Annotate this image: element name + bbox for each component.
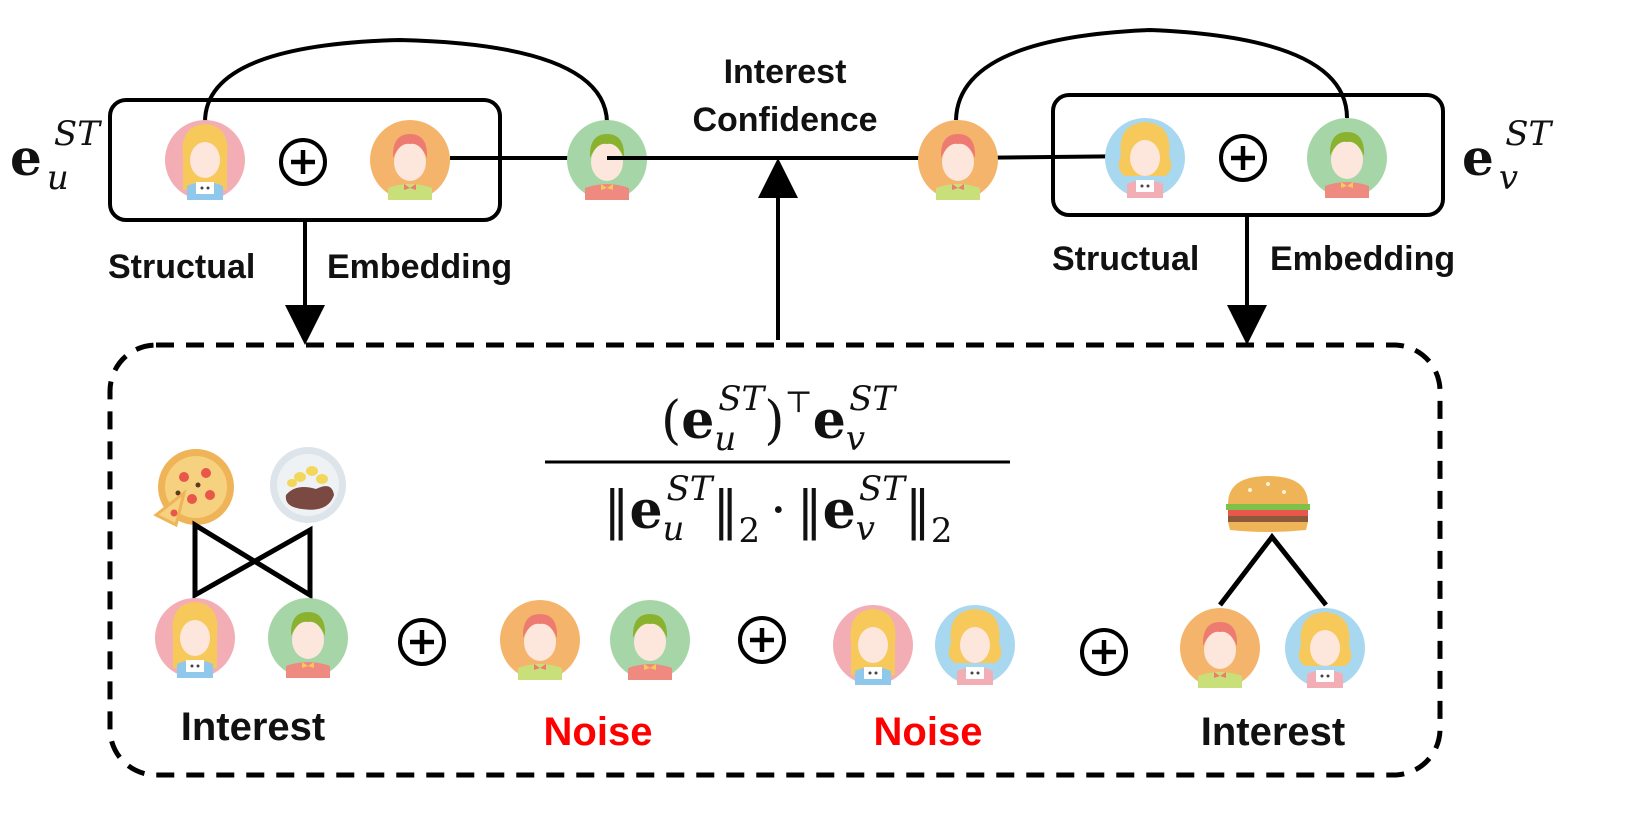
group-3-label: Noise: [874, 710, 983, 754]
formula-denominator: ‖euST‖2·‖evST‖2: [603, 469, 952, 551]
bottom-group-4: Interest: [1180, 476, 1365, 754]
avatar-boy-green-b2: [610, 600, 690, 680]
bottom-group-2: Noise: [500, 600, 690, 754]
similarity-dashed-box: [107, 342, 1443, 778]
avatar-girl-pink-b1: [155, 598, 235, 678]
oplus-right-top: [1219, 134, 1267, 182]
right-structural-block: e v ST Structual Embedding: [918, 27, 1554, 345]
right-label-structual: Structual: [1052, 240, 1199, 278]
avatar-girl-pink-b3: [833, 605, 913, 685]
avatar-boy-orange-b4: [1180, 608, 1260, 688]
bottom-group-3: Noise: [833, 605, 1015, 754]
oplus-left-top: [279, 138, 327, 186]
burger-icon: [1226, 476, 1310, 532]
interest-link-4: [1218, 532, 1328, 607]
right-label-embedding: Embedding: [1270, 240, 1455, 278]
interest-link-1: [192, 520, 313, 600]
oplus-bottom-1: [398, 618, 446, 666]
left-label-structual: Structual: [108, 248, 255, 286]
avatar-boy-orange: [370, 120, 450, 200]
avatar-boy-green-right: [1307, 118, 1387, 198]
oplus-bottom-3: [1080, 628, 1128, 676]
pizza-icon: [153, 449, 234, 528]
avatar-boy-orange-right: [918, 120, 998, 200]
right-vector-label: e v ST: [1462, 114, 1554, 198]
oplus-bottom-2: [738, 616, 786, 664]
group-4-label: Interest: [1201, 710, 1346, 754]
avatar-girl-blue: [1105, 118, 1185, 198]
avatar-boy-orange-b2: [500, 600, 580, 680]
avatar-girl-pink: [165, 120, 245, 200]
center-label-line1: Interest: [724, 53, 847, 91]
left-label-embedding: Embedding: [327, 248, 512, 286]
right-arc-edge: [954, 27, 1349, 121]
formula-numerator: (euST)⊤evST: [661, 379, 897, 459]
group-2-label: Noise: [544, 710, 653, 754]
left-vector-label: e u ST: [10, 114, 102, 198]
steak-plate-icon: [270, 447, 346, 523]
avatar-girl-blue-b4: [1285, 608, 1365, 688]
cosine-similarity-formula: (euST)⊤evST ‖euST‖2·‖evST‖2: [545, 379, 1010, 551]
left-structural-block: e u ST Structual Embedding: [10, 37, 647, 345]
bottom-group-1: Interest: [153, 447, 348, 749]
avatar-boy-green-b1: [268, 598, 348, 678]
center-block: Interest Confidence: [607, 53, 958, 340]
group-1-label: Interest: [181, 705, 326, 749]
center-label-line2: Confidence: [692, 101, 877, 139]
left-arc-edge: [203, 37, 609, 123]
avatar-girl-blue-b3: [935, 605, 1015, 685]
